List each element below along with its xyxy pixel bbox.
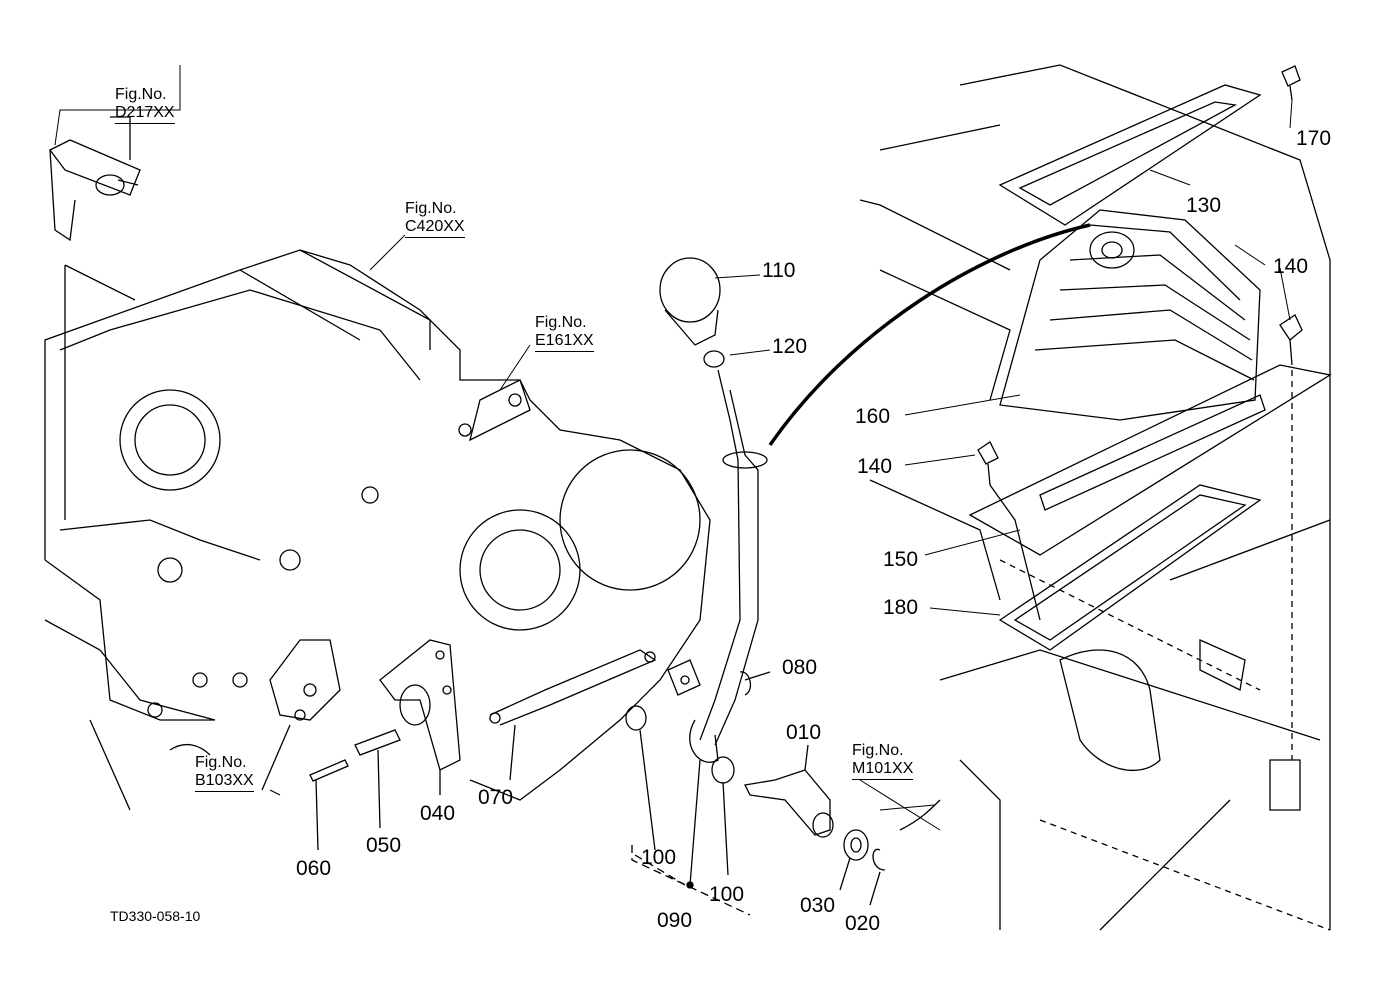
shaft-010 [744, 744, 834, 838]
part-label-010: 010 [786, 721, 822, 744]
plate-130 [998, 84, 1262, 226]
part-label-140-mid: 140 [857, 455, 893, 478]
rod-070 [489, 649, 657, 781]
plate-150 [968, 364, 1332, 556]
fig-label: Fig.No. [115, 86, 167, 103]
part-label-050: 050 [366, 834, 402, 857]
routing-arrow [768, 223, 1091, 446]
floor-panel [859, 64, 1331, 931]
fig-label: Fig.No. [405, 200, 457, 217]
part-label-140-top: 140 [1273, 255, 1309, 278]
part-label-100-right: 100 [709, 883, 745, 906]
part-label-150: 150 [883, 548, 919, 571]
shift-lever [659, 257, 768, 886]
gasket-180 [998, 484, 1262, 651]
fig-number: D217XX [115, 104, 175, 124]
part-label-090: 090 [657, 909, 693, 932]
part-label-170: 170 [1296, 127, 1332, 150]
part-label-130: 130 [1186, 194, 1222, 217]
part-label-080: 080 [782, 656, 818, 679]
switch-assembly [261, 639, 341, 791]
part-label-070: 070 [478, 786, 514, 809]
fig-ref-m101: Fig.No. M101XX [852, 742, 914, 780]
part-label-060: 060 [296, 857, 332, 880]
fig-label: Fig.No. [852, 742, 904, 759]
part-label-100-left: 100 [641, 846, 677, 869]
fig-number: M101XX [852, 760, 914, 780]
fig-ref-e161: Fig.No. E161XX [535, 314, 594, 352]
fig-number: C420XX [405, 218, 465, 238]
clip-080 [667, 659, 771, 696]
part-label-020: 020 [845, 912, 881, 935]
diagram-code: TD330-058-10 [110, 908, 201, 924]
fig-label: Fig.No. [195, 754, 247, 771]
part-label-120: 120 [772, 335, 808, 358]
leader-lines [54, 65, 1293, 831]
pin-050 [354, 729, 401, 829]
bracket-090 [631, 845, 751, 916]
bushing-100b [711, 756, 735, 876]
bolt-140b [977, 441, 1041, 621]
bracket-040 [379, 639, 461, 795]
part-label-180: 180 [883, 596, 919, 619]
fig-ref-c420: Fig.No. C420XX [405, 200, 465, 238]
lever-d217 [49, 116, 141, 520]
part-label-030: 030 [800, 894, 836, 917]
bushing-100a [625, 705, 656, 851]
fig-number: E161XX [535, 332, 594, 352]
circlip-020 [869, 848, 886, 906]
part-label-160: 160 [855, 405, 891, 428]
part-label-110: 110 [762, 259, 796, 282]
bolt-170 [1281, 65, 1301, 101]
transmission-case [44, 249, 711, 811]
fig-label: Fig.No. [535, 314, 587, 331]
washer-030 [839, 829, 869, 891]
part-label-040: 040 [420, 802, 456, 825]
pin-060 [309, 759, 349, 851]
fig-ref-d217: Fig.No. D217XX [115, 86, 175, 124]
fig-number: B103XX [195, 772, 254, 792]
fig-ref-b103: Fig.No. B103XX [195, 754, 254, 792]
